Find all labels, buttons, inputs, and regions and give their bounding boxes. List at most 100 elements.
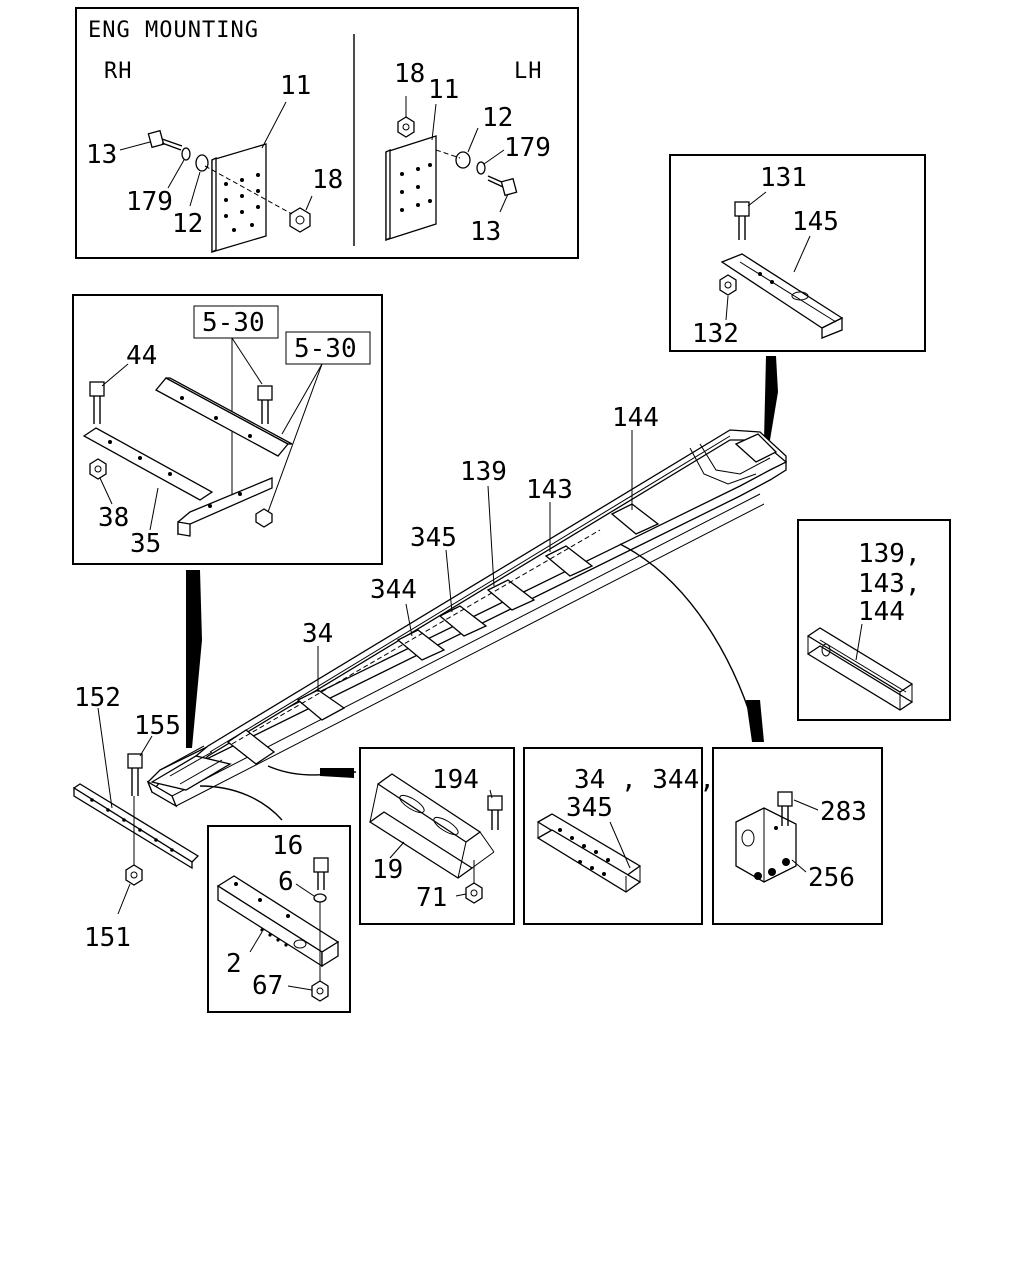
label-139: 139 [460, 457, 507, 487]
label-18-rh: 18 [312, 165, 343, 195]
crossmember-19 [368, 773, 495, 879]
rh-nut [289, 207, 311, 233]
crossmember-144 [610, 503, 660, 535]
lh-mount-bracket [385, 135, 437, 242]
lh-bolt [487, 175, 518, 197]
bumper-bolt-155 [127, 753, 143, 796]
label-71: 71 [416, 883, 447, 913]
rh-mount-bracket [211, 143, 267, 254]
front-crossmember-panel: 5-30 5-30 [72, 294, 383, 565]
label-145: 145 [792, 207, 839, 237]
label-131: 131 [760, 163, 807, 193]
label-6: 6 [278, 867, 294, 897]
front-crossmember-detail-panel: 16 6 2 67 [207, 825, 351, 1013]
callout-curve-2 [199, 785, 283, 821]
chassis-frame: 34 344 345 139 143 144 [146, 403, 787, 808]
crossmember-common-panel: 34 , 344, 345 [523, 747, 715, 925]
crossmember-lower [82, 427, 273, 537]
crossmember-upper [154, 377, 293, 457]
rh-bolt [147, 129, 183, 151]
label-13-lh: 13 [470, 217, 501, 247]
lh-washer [455, 151, 471, 169]
crossmember-common-part [536, 813, 642, 893]
label-179-rh: 179 [126, 187, 173, 217]
callout-arrow-19 [320, 768, 354, 778]
label-35: 35 [130, 529, 161, 559]
crossmember-139-143-144 [806, 627, 914, 711]
rear-callout-pointer [764, 356, 778, 440]
eng-mounting-title: ENG MOUNTING [88, 18, 259, 43]
lh-nut [397, 116, 415, 138]
label-345: 345 [410, 523, 457, 553]
label-155: 155 [134, 711, 181, 741]
label-67: 67 [252, 971, 283, 1001]
lh-spring-washer [476, 161, 486, 175]
rear-crossmember [734, 433, 778, 463]
crossmember-19-panel: 194 19 71 [359, 747, 515, 925]
label-152: 152 [74, 683, 121, 713]
label-151: 151 [84, 923, 131, 953]
crossmember-34 [296, 689, 346, 721]
ref-label-b: 5-30 [294, 334, 357, 364]
rear-bracket-channel [720, 253, 844, 339]
label-16: 16 [272, 831, 303, 861]
crossmember-143 [544, 545, 594, 577]
label-143-detail: 143, [858, 569, 921, 599]
bumper-nut-151 [125, 864, 143, 886]
crossmember-139 [486, 579, 536, 611]
label-11-lh: 11 [428, 75, 459, 105]
crossmember-19-bolt-194 [487, 795, 503, 830]
rh-washer [195, 154, 209, 172]
rear-bracket-nut [719, 274, 737, 296]
lh-label: LH [514, 59, 543, 84]
label-283: 283 [820, 797, 867, 827]
label-11-rh: 11 [280, 71, 311, 101]
label-139-detail: 139, [858, 539, 921, 569]
label-19: 19 [372, 855, 403, 885]
label-132: 132 [692, 319, 739, 349]
crossmember-345 [438, 605, 488, 637]
label-144: 144 [612, 403, 659, 433]
rear-bracket-bolt [734, 201, 750, 240]
crossmember-nut-38 [89, 458, 107, 480]
label-34: 34 [302, 619, 333, 649]
rear-bracket-panel: 131 145 132 [669, 154, 926, 352]
ref-box-a [193, 305, 279, 339]
label-34-344: 34 , 344, [574, 765, 715, 795]
crossmember-front-2 [226, 729, 276, 765]
detail-nut-67 [311, 980, 329, 1002]
label-194: 194 [432, 765, 479, 795]
front-crossmember [150, 755, 232, 791]
label-18-lh: 18 [394, 59, 425, 89]
detail-bolt-16 [313, 857, 329, 890]
label-144-detail: 144 [858, 597, 905, 627]
crossmember-19-nut-71 [465, 882, 483, 904]
callout-curve-256 [619, 543, 759, 741]
crossmember-bolt-5-30 [257, 385, 273, 424]
bracket-256 [735, 807, 797, 883]
label-345-detail: 345 [566, 793, 613, 823]
rh-label: RH [104, 59, 133, 84]
eng-mounting-panel: ENG MOUNTING RH LH 13 [75, 7, 579, 259]
rh-spring-washer [181, 147, 191, 161]
crossmember-nut-5-30 [255, 508, 273, 528]
callout-arrow-256 [746, 700, 764, 742]
label-44: 44 [126, 341, 157, 371]
label-2: 2 [226, 949, 242, 979]
detail-washer-6 [313, 893, 327, 903]
label-143: 143 [526, 475, 573, 505]
crossmember-bolt-44 [89, 381, 105, 424]
label-12-lh: 12 [482, 103, 513, 133]
ref-box-b [285, 331, 371, 365]
label-179-lh: 179 [504, 133, 551, 163]
front-bumper-bracket [72, 783, 200, 870]
label-256: 256 [808, 863, 855, 893]
bracket-256-panel: 283 256 [712, 747, 883, 925]
label-344: 344 [370, 575, 417, 605]
label-13-rh: 13 [86, 140, 117, 170]
label-38: 38 [98, 503, 129, 533]
front-callout-pointer [186, 570, 202, 748]
ref-label-a: 5-30 [202, 308, 265, 338]
bracket-256-bolt-283 [777, 791, 793, 826]
